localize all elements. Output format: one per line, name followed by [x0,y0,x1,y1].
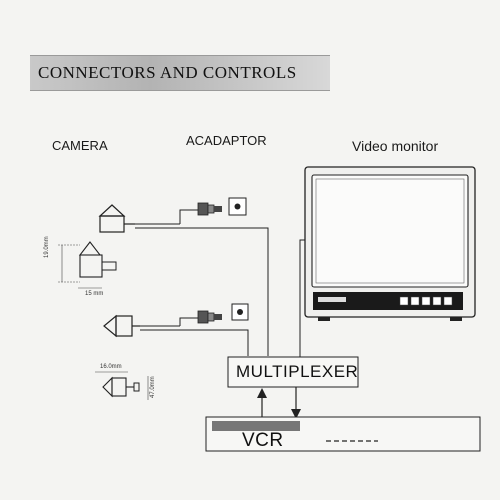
camera-icon [78,241,117,278]
power-socket-icon [228,197,247,216]
monitor-label: Video monitor [352,138,439,154]
vcr-tape-slot [212,421,300,431]
cam4-width-dimension: 16.0mm [100,364,122,370]
camera-label: CAMERA [52,138,108,153]
camera-icon [98,204,135,233]
multiplexer-box [227,356,359,388]
bnc-connector-icon [197,202,222,216]
arrow-down-icon [291,387,301,419]
arrow-up-icon [257,388,267,420]
title-banner [30,55,330,91]
cam2-width-dimension: 15 mm [85,291,104,297]
cam4-height-dimension: 47.0mm [150,376,156,398]
vcr-label: VCR [242,430,284,451]
monitor-icon [304,166,476,321]
page-title: CONNECTORS AND CONTROLS [38,63,297,82]
power-socket-icon [231,303,249,321]
multiplexer-label: MULTIPLEXER [236,362,359,381]
camera-icon [103,314,140,338]
adaptor-label: ACADAPTOR [186,133,267,148]
camera-icon [102,376,140,398]
cam2-height-dimension: 19.0mm [44,236,50,258]
bnc-connector-icon [197,310,222,324]
